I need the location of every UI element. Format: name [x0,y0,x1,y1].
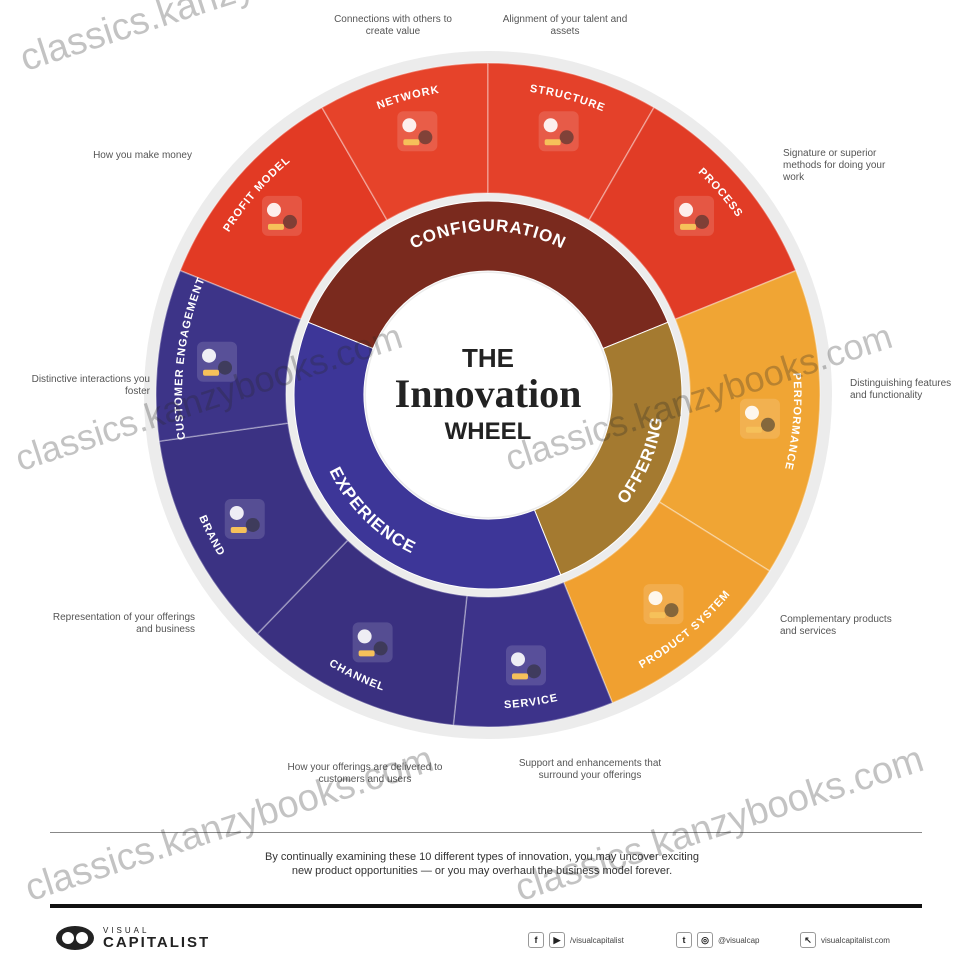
machine-gears-icon [674,195,715,236]
note-brand: Representation of your offerings and bus… [52,612,195,635]
footer-text: By continually examining these 10 differ… [120,850,844,878]
note-structure: Alignment of your talent and assets [502,14,628,37]
facebook-icon[interactable]: f [528,932,544,948]
title-innovation: Innovation [395,371,582,416]
note-performance: Distinguishing features and functionalit… [850,378,952,401]
logo-text-top: VISUAL [103,925,150,935]
website-icon[interactable]: ↖ [800,932,816,948]
segment-service [452,581,614,728]
social-website: ↖ visualcapitalist.com [800,932,890,948]
footer-divider-bottom [50,904,922,908]
note-process: Signature or superior methods for doing … [783,148,886,183]
title-the: THE [462,343,514,373]
puzzle-icon [538,111,579,152]
website-url[interactable]: visualcapitalist.com [821,935,890,945]
logo-mark-icon [56,926,94,950]
social-twitter-instagram: t ◎ @visualcap [676,932,759,948]
note-service: Support and enhancements that surround y… [518,758,662,781]
rocket-icon [739,398,780,439]
category-ring-experience [293,321,562,590]
footer-divider-top [50,832,922,833]
visual-capitalist-logo[interactable]: VISUAL CAPITALIST [55,925,210,951]
instagram-handle[interactable]: @visualcap [718,935,760,945]
presenter-icon [197,341,238,382]
network-people-icon [397,111,438,152]
note-customer-engagement: Distinctive interactions you foster [31,374,150,397]
logo-text-bottom: CAPITALIST [103,933,211,951]
hands-gear-icon [643,584,684,625]
note-product-system: Complementary products and services [780,614,892,637]
note-network: Connections with others to create value [334,14,452,37]
segment-customer-engagement [155,269,302,443]
service-hand-icon [505,645,546,686]
category-ring-offering [533,321,683,576]
note-channel: How your offerings are delivered to cust… [287,762,443,785]
segment-process [587,106,797,321]
footer-text-line-2: new product opportunities — or you may o… [291,865,673,877]
note-profit-model: How you make money [93,150,192,161]
footer-text-line-1: By continually examining these 10 differ… [265,851,699,863]
gears-money-icon [261,195,302,236]
trophy-icon [224,498,265,539]
segment-product-system [562,501,771,704]
segment-profit-model [179,106,389,321]
social-facebook-youtube: f ▶ /visualcapitalist [528,932,624,948]
segment-performance [658,269,821,572]
instagram-icon[interactable]: ◎ [697,932,713,948]
wheel-hub [366,273,610,517]
category-ring-configuration [307,200,669,350]
computer-icon [352,622,393,663]
twitter-icon[interactable]: t [676,932,692,948]
youtube-icon[interactable]: ▶ [549,932,565,948]
youtube-handle[interactable]: /visualcapitalist [570,935,624,945]
title-wheel: WHEEL [445,418,532,445]
